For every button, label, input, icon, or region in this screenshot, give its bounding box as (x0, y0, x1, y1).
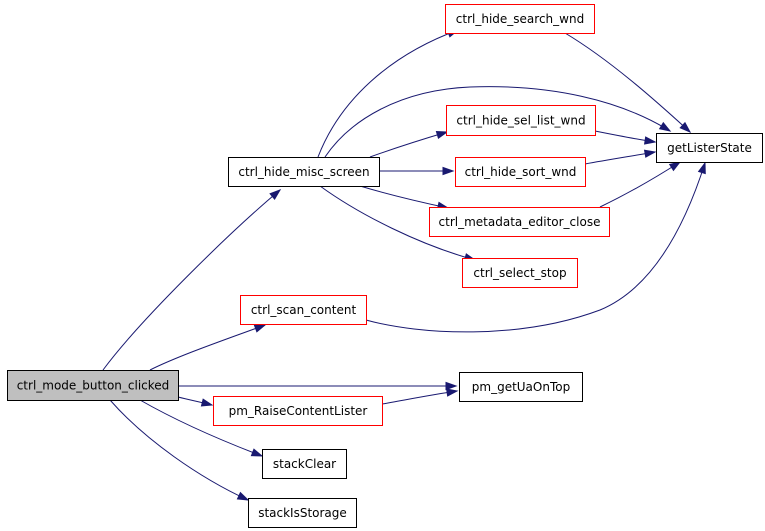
node-box[interactable] (446, 105, 596, 136)
node-pm_RaiseContentLister[interactable]: pm_RaiseContentLister (213, 396, 383, 426)
node-ctrl_hide_search_wnd[interactable]: ctrl_hide_search_wnd (445, 4, 595, 34)
edge-line (139, 399, 263, 457)
arrowhead-icon (253, 324, 267, 333)
arrowhead-icon (236, 491, 250, 501)
node-box[interactable] (7, 370, 179, 401)
edge-line (109, 399, 249, 501)
node-box[interactable] (445, 4, 595, 34)
node-getListerState[interactable]: getListerState (656, 133, 763, 163)
arrowhead-icon (445, 388, 459, 397)
edge-ctrl_mode_button_clicked-to-ctrl_scan_content (149, 324, 267, 371)
node-ctrl_mode_button_clicked[interactable]: ctrl_mode_button_clicked (7, 370, 179, 401)
node-ctrl_metadata_editor_close[interactable]: ctrl_metadata_editor_close (429, 207, 610, 237)
node-ctrl_hide_misc_screen[interactable]: ctrl_hide_misc_screen (228, 157, 380, 187)
arrowhead-icon (643, 136, 657, 145)
node-pm_getUaOnTop[interactable]: pm_getUaOnTop (459, 372, 583, 402)
node-ctrl_select_stop[interactable]: ctrl_select_stop (462, 258, 578, 288)
node-label[interactable]: ctrl_hide_sort_wnd (465, 165, 577, 179)
node-label[interactable]: ctrl_mode_button_clicked (17, 379, 170, 393)
edge-ctrl_mode_button_clicked-to-pm_getUaOnTop (178, 381, 458, 391)
edge-ctrl_hide_search_wnd-to-getListerState (564, 32, 692, 134)
node-box[interactable] (656, 133, 763, 163)
edge-pm_RaiseContentLister-to-pm_getUaOnTop (381, 388, 459, 405)
edge-line (359, 185, 449, 209)
edge-line (102, 189, 281, 371)
edge-line (317, 29, 459, 158)
arrowhead-icon (435, 130, 449, 140)
arrowhead-icon (668, 161, 682, 172)
edge-line (149, 324, 266, 371)
node-box[interactable] (228, 157, 380, 187)
arrowhead-icon (658, 121, 672, 132)
edge-ctrl_hide_misc_screen-to-ctrl_hide_sel_list_wnd (369, 130, 449, 158)
node-stackClear[interactable]: stackClear (262, 449, 347, 479)
arrowhead-icon (250, 448, 264, 457)
node-ctrl_scan_content[interactable]: ctrl_scan_content (240, 295, 367, 325)
edge-ctrl_metadata_editor_close-to-getListerState (599, 161, 682, 208)
node-label[interactable]: ctrl_select_stop (473, 266, 566, 280)
node-label[interactable]: ctrl_scan_content (251, 303, 357, 317)
node-label[interactable]: ctrl_hide_misc_screen (238, 165, 369, 179)
node-box[interactable] (429, 207, 610, 237)
node-label[interactable]: pm_RaiseContentLister (229, 404, 368, 418)
edge-line (369, 131, 448, 158)
arrowhead-icon (679, 121, 692, 134)
arrowhead-icon (269, 189, 282, 200)
edge-ctrl_mode_button_clicked-to-stackIsStorage (109, 399, 250, 501)
node-label[interactable]: pm_getUaOnTop (472, 380, 570, 394)
edge-ctrl_hide_misc_screen-to-ctrl_hide_search_wnd (317, 29, 460, 158)
edge-ctrl_hide_misc_screen-to-getListerState (324, 86, 672, 158)
node-box[interactable] (455, 157, 586, 187)
edge-ctrl_hide_sel_list_wnd-to-getListerState (594, 130, 657, 145)
node-box[interactable] (213, 396, 383, 426)
node-box[interactable] (262, 449, 347, 479)
node-label[interactable]: ctrl_hide_search_wnd (456, 12, 584, 26)
node-label[interactable]: getListerState (667, 141, 752, 155)
edge-line (324, 86, 671, 158)
edge-line (381, 390, 458, 405)
node-label[interactable]: stackClear (273, 457, 336, 471)
edge-line (584, 151, 656, 165)
node-box[interactable] (248, 498, 357, 528)
edge-ctrl_hide_misc_screen-to-ctrl_metadata_editor_close (359, 185, 450, 210)
nodes-layer: ctrl_mode_button_clicked ctrl_hide_misc_s… (7, 4, 763, 528)
edge-ctrl_mode_button_clicked-to-ctrl_hide_misc_screen (102, 189, 282, 371)
arrowhead-icon (643, 149, 657, 158)
node-box[interactable] (240, 295, 367, 325)
edge-ctrl_mode_button_clicked-to-pm_RaiseContentLister (177, 396, 214, 407)
node-ctrl_hide_sort_wnd[interactable]: ctrl_hide_sort_wnd (455, 157, 586, 187)
arrowhead-icon (442, 166, 455, 176)
edge-ctrl_hide_sort_wnd-to-getListerState (584, 149, 657, 165)
edge-line (319, 185, 476, 261)
arrowhead-icon (697, 161, 706, 175)
node-box[interactable] (462, 258, 578, 288)
node-label[interactable]: stackIsStorage (258, 506, 347, 520)
arrowhead-icon (445, 381, 458, 391)
edges-layer (102, 29, 706, 501)
node-ctrl_hide_sel_list_wnd[interactable]: ctrl_hide_sel_list_wnd (446, 105, 596, 136)
edge-line (564, 32, 691, 133)
node-label[interactable]: ctrl_metadata_editor_close (439, 215, 601, 229)
edge-line (365, 162, 706, 333)
node-box[interactable] (459, 372, 583, 402)
edge-ctrl_hide_misc_screen-to-ctrl_hide_sort_wnd (378, 166, 455, 176)
node-stackIsStorage[interactable]: stackIsStorage (248, 498, 357, 528)
edge-ctrl_mode_button_clicked-to-stackClear (139, 399, 264, 457)
edge-line (599, 161, 681, 208)
node-label[interactable]: ctrl_hide_sel_list_wnd (456, 114, 585, 128)
arrowhead-icon (200, 398, 214, 407)
edge-ctrl_scan_content-to-getListerState (365, 161, 706, 333)
